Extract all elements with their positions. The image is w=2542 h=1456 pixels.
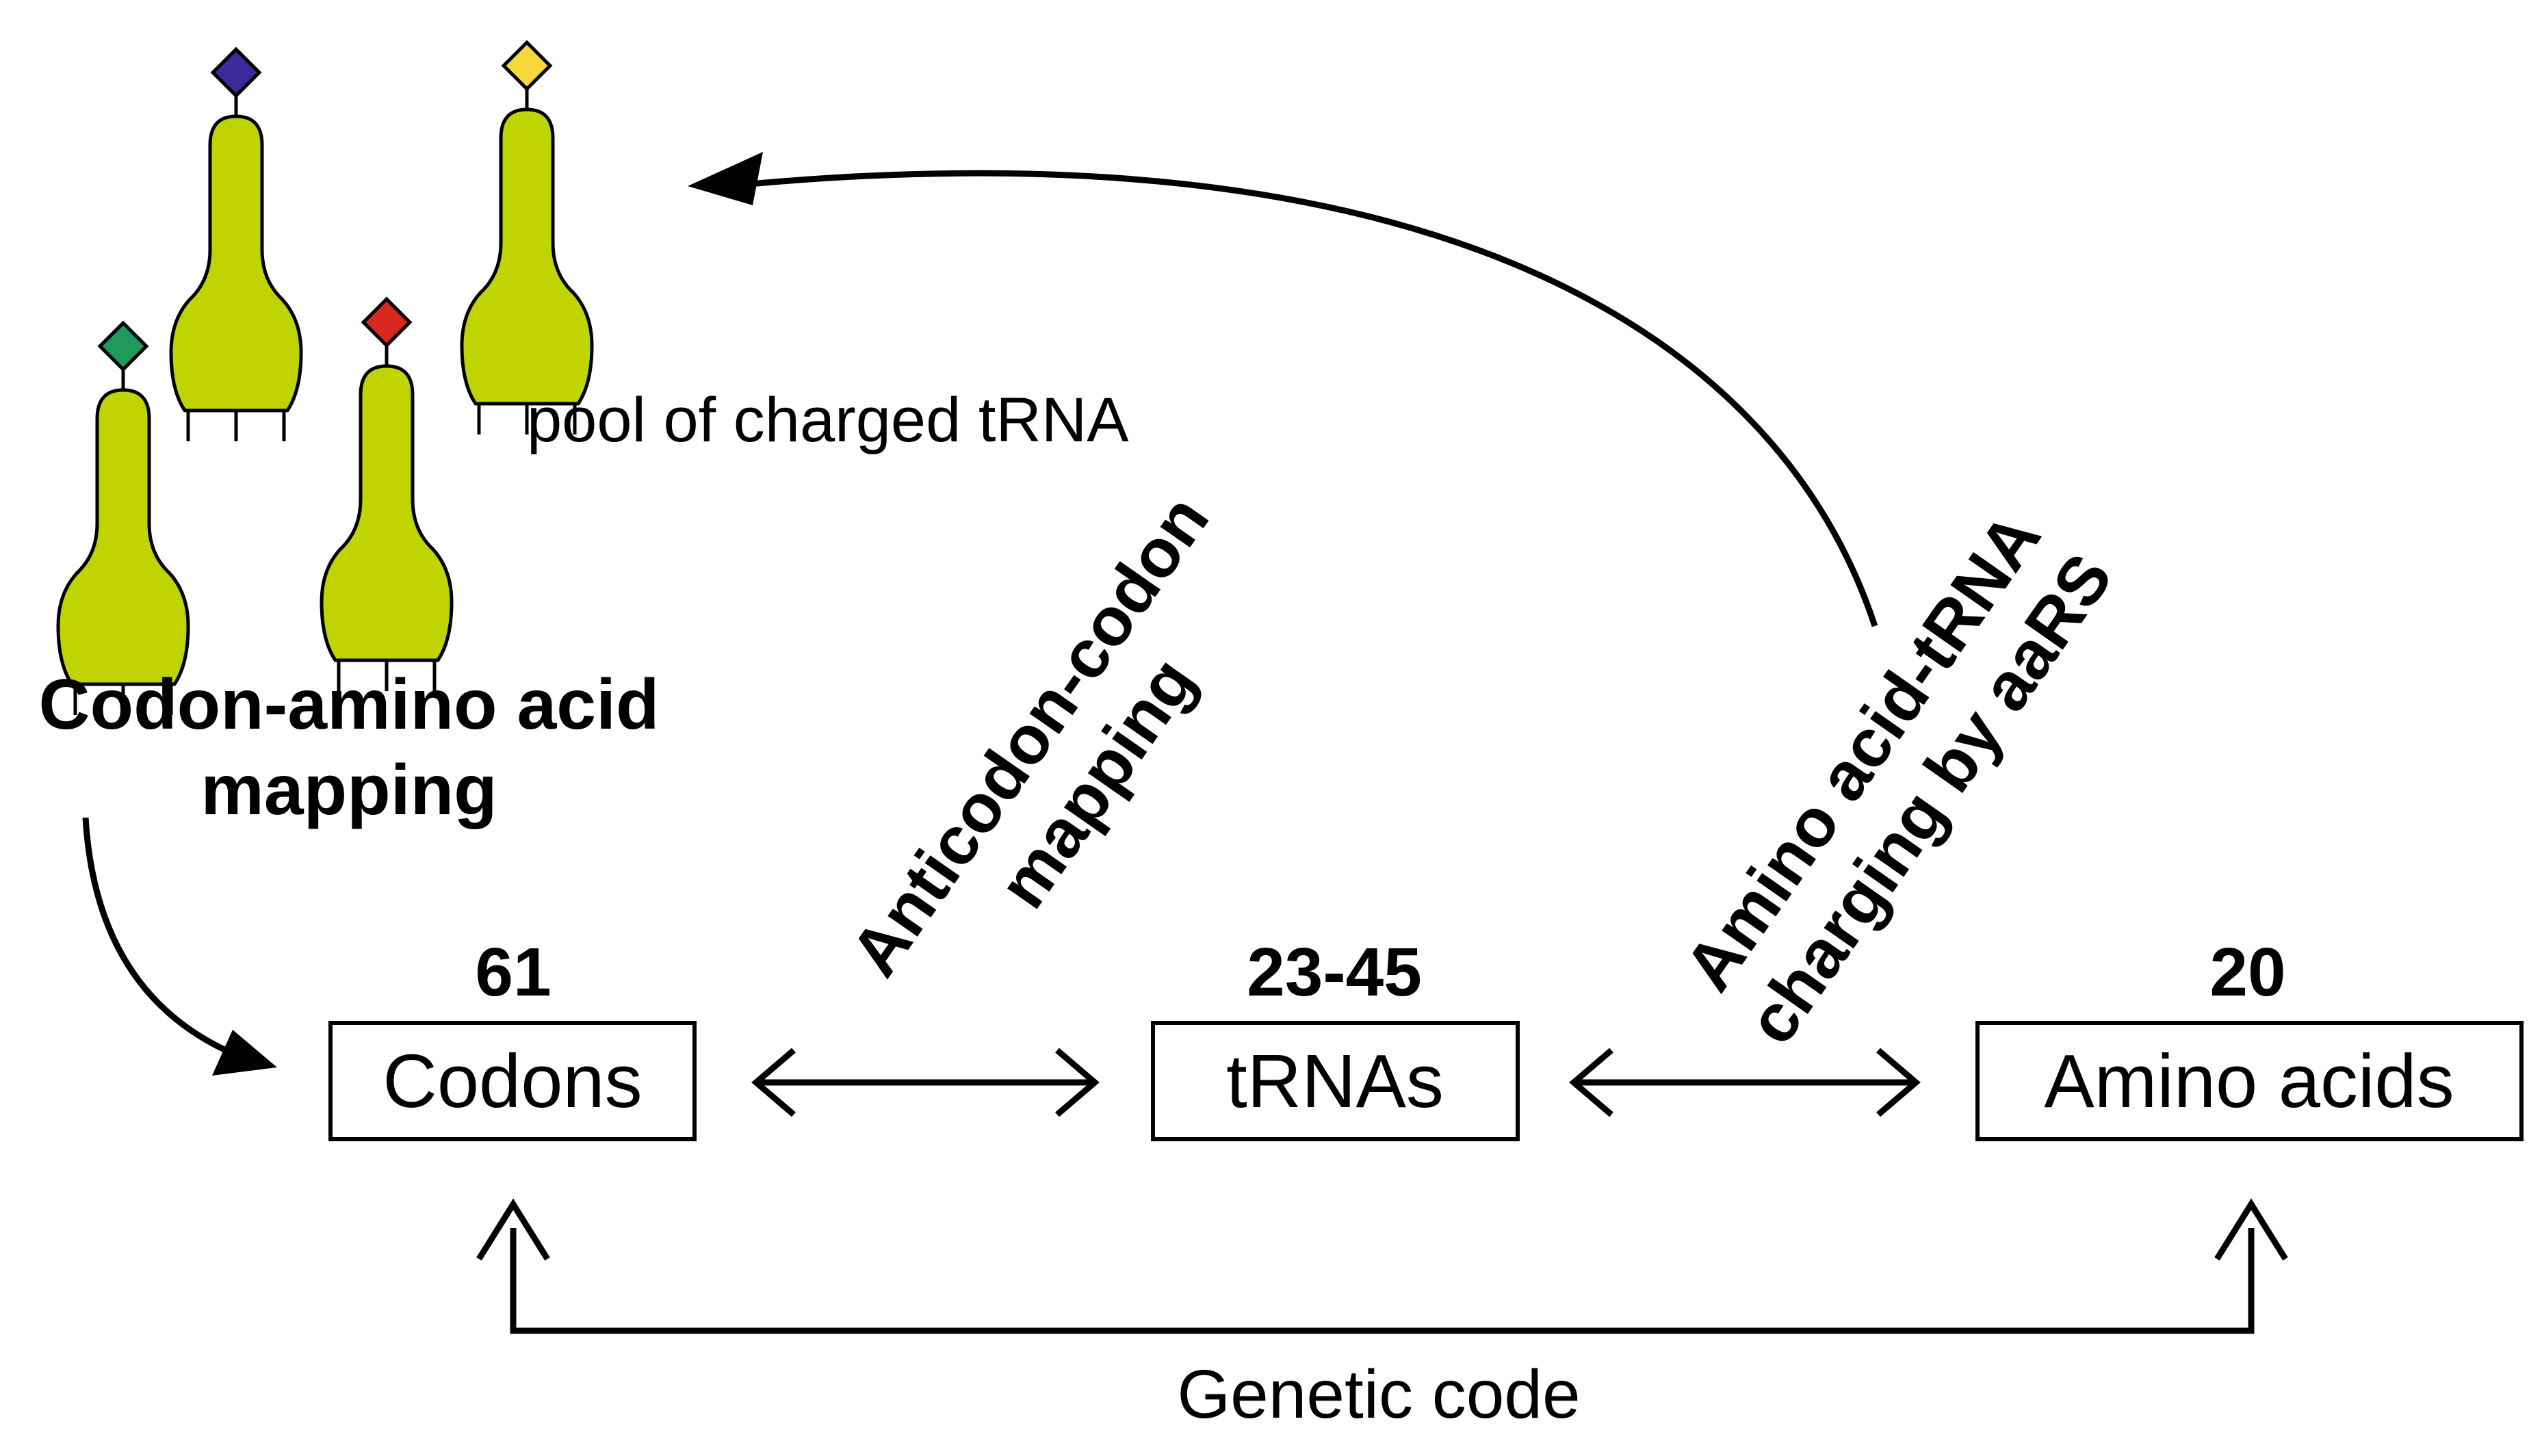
codons-box: Codons	[328, 1021, 697, 1141]
genetic-code-label: Genetic code	[1177, 1356, 1580, 1433]
trnas-box: tRNAs	[1151, 1021, 1520, 1141]
mapping-title-line1: Codon-amino acid	[38, 665, 659, 744]
codons-label: Codons	[382, 1039, 642, 1123]
arrowhead-icon	[212, 1030, 277, 1076]
genetic-code-bracket	[476, 1198, 2288, 1334]
mapping-to-codons-arrow	[82, 817, 277, 1076]
charging-to-pool-arrow	[688, 152, 1878, 627]
trna-icon	[462, 40, 592, 434]
trna-icon	[171, 47, 301, 441]
trna-icon	[58, 320, 188, 715]
amino-acid-diamond-icon	[210, 47, 262, 99]
amino-acids-label: Amino acids	[2044, 1039, 2454, 1123]
pool-label: pool of charged tRNA	[527, 385, 1129, 455]
amino-acid-diamond-icon	[361, 296, 413, 348]
trnas-amino-acids-double-arrow	[1569, 1048, 1921, 1117]
arrowhead-icon	[688, 152, 763, 205]
amino-acid-diamond-icon	[501, 40, 553, 92]
codons-count: 61	[475, 934, 551, 1011]
trnas-count: 23-45	[1247, 934, 1422, 1011]
amino-acid-diamond-icon	[97, 320, 149, 372]
trnas-label: tRNAs	[1226, 1039, 1444, 1123]
trna-pool	[58, 40, 592, 715]
amino-acids-count: 20	[2209, 934, 2285, 1011]
codons-trnas-double-arrow	[751, 1048, 1100, 1117]
trna-icon	[322, 296, 452, 691]
amino-acids-box: Amino acids	[1975, 1021, 2524, 1141]
anticodon-codon-label: Anticodon-codon mapping	[836, 482, 1223, 989]
charging-label: Amino acid-tRNA charging by aaRS	[1670, 499, 2127, 1058]
mapping-title-line2: mapping	[200, 751, 497, 830]
